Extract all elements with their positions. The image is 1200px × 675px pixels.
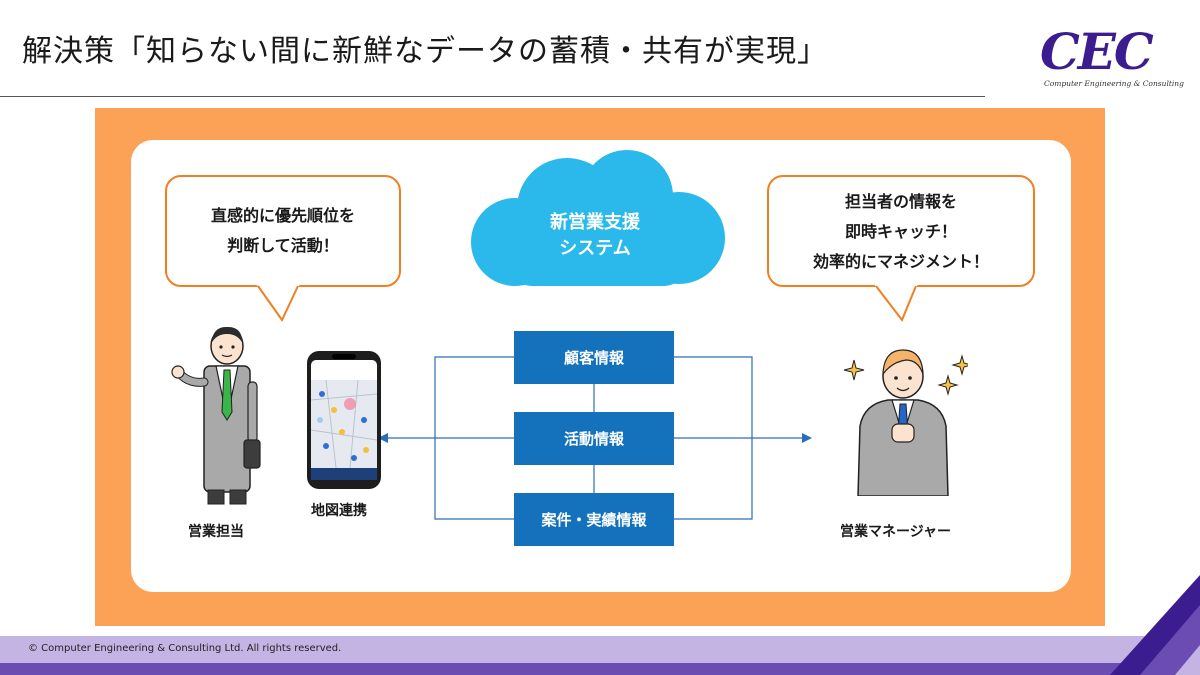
customer-info-box: 顧客情報 [514, 331, 674, 384]
map-integration-label: 地図連携 [311, 503, 367, 519]
sales-manager-illustration [843, 349, 968, 496]
system-label-line-1: 新営業支援 [550, 212, 640, 233]
arrow-left-icon [378, 433, 388, 443]
cec-logo: CEC Computer Engineering & Consulting [1040, 22, 1184, 92]
copyright-text: © Computer Engineering & Consulting Ltd.… [28, 643, 342, 654]
footer-stripe [0, 663, 1200, 675]
sparkle-icon [937, 374, 959, 396]
sparkle-icon [951, 354, 968, 376]
deal-results-info-box: 案件・実績情報 [514, 493, 674, 546]
bubble-tail [874, 284, 918, 322]
title-divider [0, 96, 985, 97]
bubble-line: 判断して活動！ [227, 236, 339, 255]
system-label-line-2: システム [559, 238, 631, 259]
sales-rep-speech-bubble: 直感的に優先順位を 判断して活動！ [165, 175, 401, 287]
sales-rep-label: 営業担当 [188, 524, 244, 540]
logo-subtitle: Computer Engineering & Consulting [1044, 79, 1184, 88]
cloud-icon [471, 150, 725, 286]
bubble-line: 担当者の情報を [844, 192, 957, 211]
bubble-tail [256, 284, 300, 322]
logo-text: CEC [1040, 22, 1154, 81]
system-label: 新営業支援 システム [520, 210, 670, 262]
sparkle-icon [843, 359, 865, 381]
sales-rep-illustration [171, 326, 261, 505]
bubble-line: 直感的に優先順位を [210, 206, 355, 225]
arrow-right-icon [802, 433, 812, 443]
footer-bar [0, 636, 1200, 663]
activity-info-box: 活動情報 [514, 412, 674, 465]
smartphone-map-icon [307, 351, 381, 489]
sales-manager-label: 営業マネージャー [840, 524, 952, 540]
corner-decoration [1110, 575, 1200, 675]
page-title: 解決策「知らない間に新鮮なデータの蓄積・共有が実現」 [22, 34, 828, 69]
bubble-line: 即時キャッチ！ [844, 222, 957, 241]
bubble-line: 効率的にマネジメント！ [812, 252, 989, 271]
